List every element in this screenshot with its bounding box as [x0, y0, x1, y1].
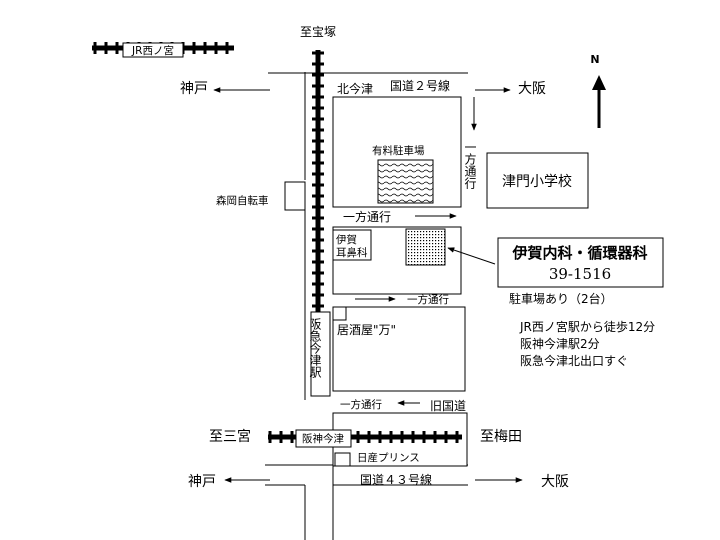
izakaya-small-box [332, 306, 347, 321]
bicycle-shop-block [284, 181, 306, 211]
osaka-bottom-label: 大阪 [541, 474, 569, 490]
kobe-top-label: 神戸 [180, 81, 208, 97]
clinic-hatch-icon [405, 228, 446, 266]
clinic-name: 伊賀内科・循環器科 [511, 244, 647, 262]
jr-station-label: JR西ノ宮 [131, 44, 174, 57]
access-line-2: 阪神今津駅2分 [520, 336, 600, 351]
iga-ent-line2: 耳鼻科 [336, 246, 368, 259]
clinic-title-box [497, 237, 664, 288]
clinic-pointer-arrow [447, 247, 496, 265]
one-way-3-label: 一方通行 [340, 398, 382, 411]
kita-imazu-label: 北今津 [337, 81, 373, 96]
hanshin-station-label: 阪神今津 [302, 432, 344, 445]
school-label: 津門小学校 [502, 173, 572, 190]
osaka-top-label: 大阪 [518, 81, 546, 97]
route2-label: 国道２号線 [390, 78, 450, 93]
roads [265, 72, 468, 540]
clinic-phone: 39-1516 [549, 265, 611, 283]
morioka-bicycle-label: 森岡自転車 [216, 194, 269, 207]
one-way-vertical-label: 一方通行 [463, 141, 477, 189]
to-takarazuka-label: 至宝塚 [300, 25, 336, 39]
jr-station-box [122, 42, 184, 58]
hankyu-station-label: 阪急今津駅 [308, 318, 322, 379]
north-arrow-icon [592, 75, 606, 128]
izakaya-label: 居酒屋"万" [337, 323, 396, 337]
route43-label: 国道４３号線 [360, 472, 432, 487]
old-road-label: 旧国道 [430, 399, 466, 413]
izakaya-block [332, 306, 466, 392]
parking-hatch-icon [377, 159, 434, 204]
hankyu-station-box [310, 311, 331, 397]
hanshin-station-box [295, 429, 352, 448]
school-block [486, 152, 589, 209]
parking-note: 駐車場あり（2台） [509, 291, 613, 306]
hankyu-railway [312, 50, 324, 320]
one-way-1-label: 一方通行 [343, 209, 391, 224]
kobe-bottom-label: 神戸 [188, 474, 216, 490]
to-umeda-label: 至梅田 [480, 429, 522, 445]
to-sannomiya-label: 至三宮 [209, 429, 251, 445]
one-way-2-label: 一方通行 [407, 293, 449, 306]
north-label: N [590, 53, 599, 66]
access-line-3: 阪急今津北出口すぐ [520, 353, 628, 368]
access-line-1: JR西ノ宮駅から徒歩12分 [519, 319, 655, 334]
nissan-prince-label: 日産プリンス [357, 451, 420, 464]
nissan-small-box [334, 452, 351, 467]
iga-ent-line1: 伊賀 [336, 234, 357, 246]
ent-clinic-box [332, 229, 372, 261]
paid-parking-label: 有料駐車場 [372, 144, 425, 157]
